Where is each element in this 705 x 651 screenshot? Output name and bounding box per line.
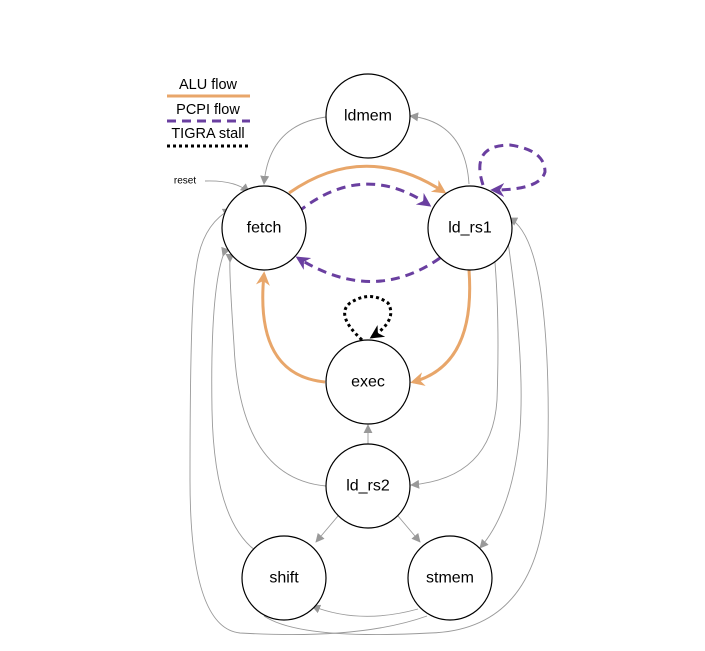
edge-alu-ldrs1-exec bbox=[410, 269, 472, 386]
edge-ldrs2-fetch bbox=[225, 253, 327, 487]
state-label: ld_rs1 bbox=[448, 220, 492, 237]
edge-stall-exec-self bbox=[343, 295, 393, 342]
edge-ldmem-fetch bbox=[260, 116, 327, 185]
edge-shift-ldrs1 bbox=[263, 217, 549, 636]
state-ldmem[interactable]: ldmem bbox=[325, 73, 411, 159]
edge-shift-fetch bbox=[211, 246, 257, 552]
edge-alu-exec-fetch bbox=[255, 271, 326, 384]
state-exec[interactable]: exec bbox=[325, 339, 411, 425]
state-fetch[interactable]: fetch bbox=[221, 185, 307, 271]
legend: ALU flow PCPI flow TIGRA stall bbox=[167, 77, 250, 148]
pcpi-transitions bbox=[295, 143, 547, 283]
state-ld-rs2[interactable]: ld_rs2 bbox=[325, 443, 411, 529]
gray-transitions bbox=[189, 112, 549, 636]
node-circle bbox=[325, 443, 411, 529]
state-label: exec bbox=[351, 374, 385, 391]
edge-pcpi-ldrs1-self bbox=[478, 143, 547, 197]
edge-ldrs1-ldmem bbox=[409, 112, 470, 185]
edge-pcpi-ldrs1-fetch bbox=[295, 256, 441, 283]
state-ld-rs1[interactable]: ld_rs1 bbox=[427, 185, 513, 271]
state-label: ldmem bbox=[344, 108, 392, 125]
reset-label: reset bbox=[174, 176, 196, 187]
state-label: shift bbox=[269, 570, 299, 587]
edge-stmem-shift bbox=[311, 604, 419, 617]
node-circle bbox=[221, 185, 307, 271]
state-shift[interactable]: shift bbox=[241, 535, 327, 621]
node-circle bbox=[407, 535, 493, 621]
legend-alu-label: ALU flow bbox=[179, 77, 238, 93]
node-circle bbox=[325, 73, 411, 159]
legend-stall-label: TIGRA stall bbox=[171, 126, 244, 142]
edge-ldrs2-stmem bbox=[397, 515, 421, 543]
node-circle bbox=[427, 185, 513, 271]
edge-stmem-fetch bbox=[189, 208, 428, 636]
edge-pcpi-fetch-ldrs1 bbox=[297, 182, 432, 214]
edge-reset-fetch bbox=[204, 180, 250, 193]
edge-ldrs2-shift bbox=[315, 515, 339, 543]
state-label: stmem bbox=[426, 570, 474, 587]
stall-transitions bbox=[343, 295, 393, 342]
state-label: fetch bbox=[247, 220, 282, 237]
legend-pcpi-label: PCPI flow bbox=[176, 102, 240, 118]
node-circle bbox=[325, 339, 411, 425]
edge-ldrs1-ldrs2 bbox=[410, 250, 499, 489]
alu-transitions bbox=[255, 164, 472, 386]
edge-ldrs1-stmem bbox=[479, 241, 522, 549]
edge-alu-fetch-ldrs1 bbox=[288, 164, 447, 195]
node-circle bbox=[241, 535, 327, 621]
state-label: ld_rs2 bbox=[346, 478, 390, 495]
state-stmem[interactable]: stmem bbox=[407, 535, 493, 621]
